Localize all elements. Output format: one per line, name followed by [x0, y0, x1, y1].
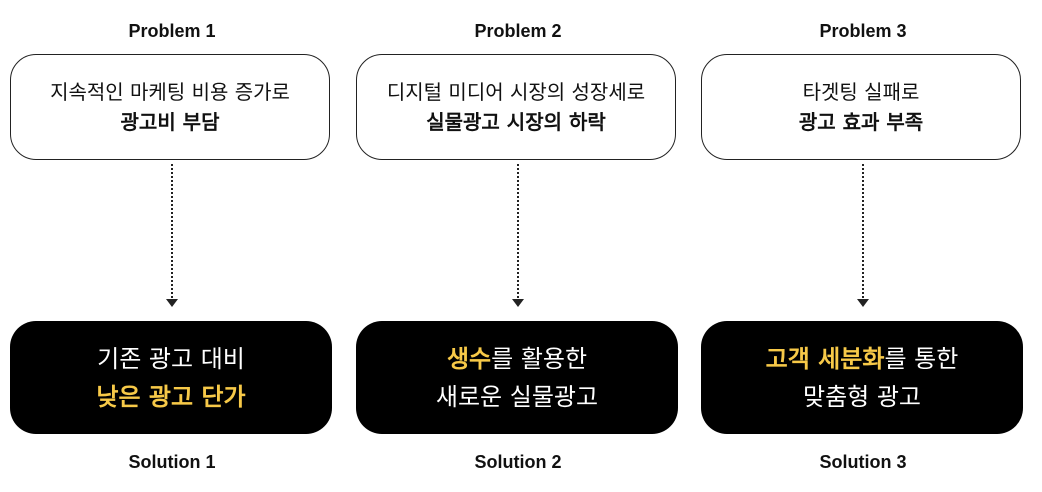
problem-box: 지속적인 마케팅 비용 증가로 광고비 부담 — [10, 54, 330, 160]
problem-summary: 실물광고 시장의 하락 — [426, 110, 606, 134]
problem-label: Problem 3 — [819, 21, 907, 41]
solution-highlight: 고객 세분화 — [765, 344, 885, 373]
problem-description: 타겟팅 실패로 — [802, 80, 920, 104]
solution-highlight: 생수 — [446, 344, 492, 373]
solution-text: 맞춤형 광고 — [802, 382, 922, 411]
solution-label: Solution 1 — [128, 452, 216, 472]
column-1: Problem 1 지속적인 마케팅 비용 증가로 광고비 부담 기존 광고 대… — [10, 0, 334, 492]
dotted-connector — [517, 164, 519, 302]
arrow-down-icon — [857, 299, 869, 307]
solution-line-1: 고객 세분화를 통한 — [766, 340, 959, 378]
arrow-down-icon — [512, 299, 524, 307]
solution-box: 기존 광고 대비 낮은 광고 단가 — [10, 321, 332, 434]
problem-box: 디지털 미디어 시장의 성장세로 실물광고 시장의 하락 — [356, 54, 676, 160]
problem-box: 타겟팅 실패로 광고 효과 부족 — [701, 54, 1021, 160]
solution-line-1: 기존 광고 대비 — [97, 340, 245, 378]
solution-box: 생수를 활용한 새로운 실물광고 — [356, 321, 678, 434]
solution-label: Solution 3 — [819, 452, 907, 472]
solution-text: 를 활용한 — [491, 344, 588, 373]
dotted-connector — [171, 164, 173, 302]
problem-label: Problem 1 — [128, 21, 216, 41]
problem-summary: 광고 효과 부족 — [798, 110, 924, 134]
column-2: Problem 2 디지털 미디어 시장의 성장세로 실물광고 시장의 하락 생… — [356, 0, 680, 492]
dotted-connector — [862, 164, 864, 302]
problem-summary: 광고비 부담 — [120, 110, 220, 134]
solution-line-2: 맞춤형 광고 — [803, 378, 921, 416]
column-3: Problem 3 타겟팅 실패로 광고 효과 부족 고객 세분화를 통한 맞춤… — [701, 0, 1025, 492]
solution-text: 를 통한 — [884, 344, 959, 373]
solution-text: 새로운 실물광고 — [435, 382, 599, 411]
solution-line-2: 새로운 실물광고 — [436, 378, 598, 416]
problem-label: Problem 2 — [474, 21, 562, 41]
solution-text: 기존 광고 대비 — [97, 344, 245, 373]
problem-description: 지속적인 마케팅 비용 증가로 — [50, 80, 290, 104]
solution-highlight: 낮은 광고 단가 — [96, 382, 246, 411]
arrow-down-icon — [166, 299, 178, 307]
solution-line-1: 생수를 활용한 — [447, 340, 587, 378]
solution-box: 고객 세분화를 통한 맞춤형 광고 — [701, 321, 1023, 434]
solution-line-2: 낮은 광고 단가 — [96, 378, 245, 416]
problem-description: 디지털 미디어 시장의 성장세로 — [386, 80, 646, 104]
solution-label: Solution 2 — [474, 452, 562, 472]
